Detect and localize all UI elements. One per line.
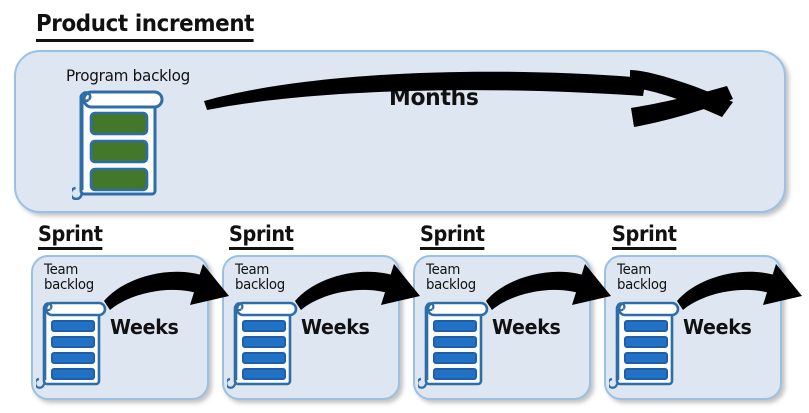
weeks-duration-label-4: Weeks (683, 315, 752, 339)
team-backlog-items-2 (242, 320, 286, 380)
team-backlog-items-4 (624, 320, 668, 380)
team-backlog-icon-2 (227, 301, 298, 389)
page-title-underline (36, 39, 255, 42)
team-backlog-label-4: Team backlog (617, 262, 667, 293)
weeks-duration-label-2: Weeks (301, 315, 370, 339)
sprint-title-1-underline (38, 247, 103, 250)
page-title-text: Product increment (36, 11, 255, 37)
months-duration-label: Months (389, 85, 479, 111)
team-backlog-items-1 (51, 320, 95, 380)
team-backlog-label-2: Team backlog (235, 262, 285, 293)
team-backlog-icon-3 (418, 301, 489, 389)
sprint-title-3-text: Sprint (420, 222, 485, 246)
sprint-title-2: Sprint (229, 224, 294, 250)
sprint-title-2-underline (229, 247, 294, 250)
team-backlog-label-3: Team backlog (426, 262, 476, 293)
sprint-title-1: Sprint (38, 224, 103, 250)
sprint-title-3-underline (420, 247, 485, 250)
team-backlog-label-1: Team backlog (44, 262, 94, 293)
program-backlog-label: Program backlog (66, 66, 190, 85)
sprint-title-3: Sprint (420, 224, 485, 250)
sprint-title-4-text: Sprint (612, 222, 677, 246)
sprint-title-4: Sprint (612, 224, 677, 250)
page-title: Product increment (36, 13, 254, 42)
program-backlog-icon (72, 90, 164, 200)
team-backlog-icon-1 (36, 301, 107, 389)
weeks-duration-label-1: Weeks (110, 315, 179, 339)
team-backlog-icon-4 (609, 301, 680, 389)
weeks-duration-label-3: Weeks (492, 315, 561, 339)
sprint-title-1-text: Sprint (38, 222, 103, 246)
program-backlog-items (89, 111, 149, 192)
sprint-title-2-text: Sprint (229, 222, 294, 246)
team-backlog-items-3 (433, 320, 477, 380)
sprint-title-4-underline (612, 247, 677, 250)
